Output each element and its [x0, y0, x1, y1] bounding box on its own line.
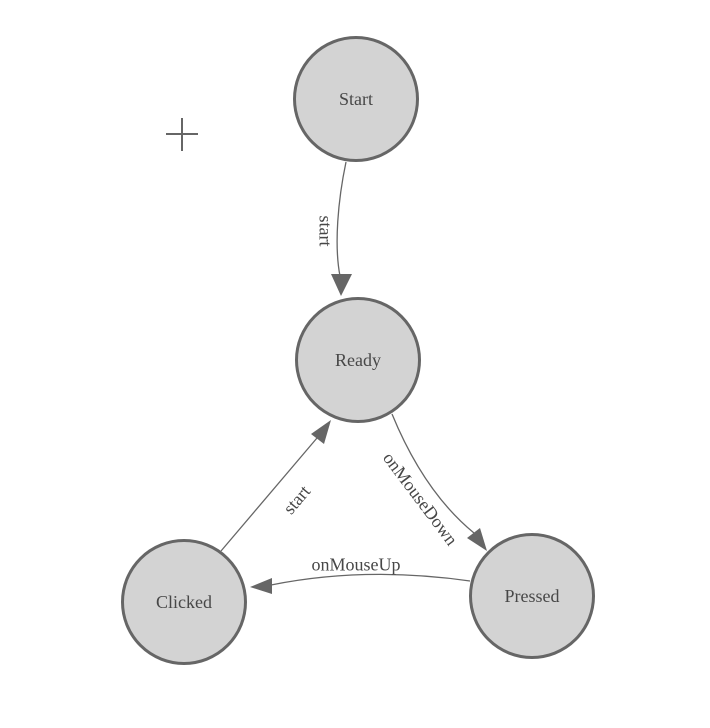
state-node-ready[interactable]: Ready — [295, 297, 421, 423]
arrowhead-pressed-to-clicked — [250, 578, 272, 594]
edge-label-pressed-to-clicked[interactable]: onMouseUp — [311, 554, 401, 575]
edge-label-start-to-ready[interactable]: start — [315, 215, 336, 247]
arrowhead-clicked-to-ready — [311, 420, 331, 444]
edge-pressed-to-clicked[interactable] — [250, 573, 471, 594]
state-node-clicked[interactable]: Clicked — [121, 539, 247, 665]
state-node-start[interactable]: Start — [293, 36, 419, 162]
arrowhead-ready-to-pressed — [467, 528, 487, 551]
state-node-clicked-label: Clicked — [156, 591, 212, 612]
crosshair-icon — [166, 118, 198, 151]
state-node-pressed[interactable]: Pressed — [469, 533, 595, 659]
arrowhead-start-to-ready — [331, 274, 352, 296]
edge-ready-to-pressed[interactable] — [391, 413, 487, 551]
edge-clicked-to-ready[interactable] — [220, 420, 331, 552]
state-node-ready-label: Ready — [335, 349, 381, 370]
edge-start-to-ready[interactable] — [331, 161, 352, 296]
state-node-start-label: Start — [339, 88, 373, 109]
state-node-pressed-label: Pressed — [504, 585, 560, 606]
